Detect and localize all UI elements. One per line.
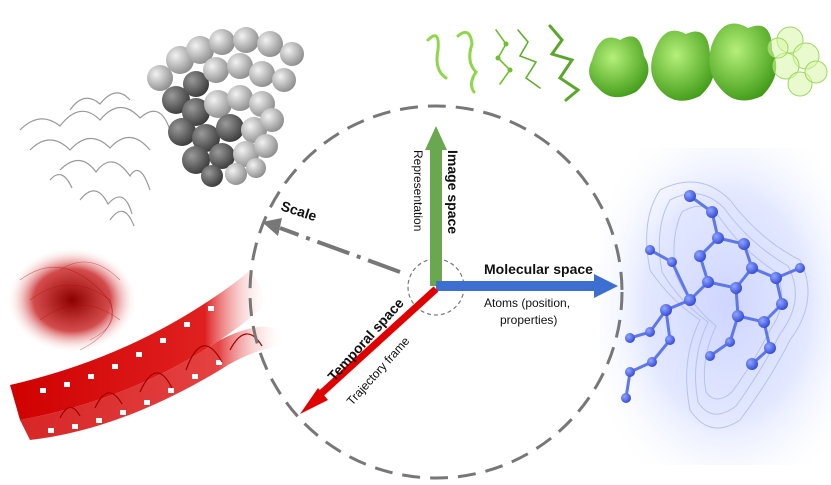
film-trajectory-panel <box>8 248 285 440</box>
image-space-axis <box>425 126 447 286</box>
scale-label: Scale <box>279 198 319 225</box>
protein-spacefill-icon <box>147 27 304 187</box>
protein-ribbon-icon <box>19 92 171 227</box>
red-density-blob-icon <box>8 248 136 352</box>
molecular-space-label: Molecular space <box>484 261 593 277</box>
film-strip-icon <box>10 270 285 440</box>
scale-axis <box>262 218 401 274</box>
representation-label: Representation <box>411 150 425 231</box>
molecule-field-panel <box>600 148 831 465</box>
protein-scale-panel <box>19 27 304 227</box>
central-diagram: Image space Representation Molecular spa… <box>248 104 624 480</box>
molecule-atoms <box>621 190 805 403</box>
atoms-label-line2: properties) <box>500 313 557 327</box>
atoms-label-line1: Atoms (position, <box>484 296 570 310</box>
outer-dashed-circle <box>248 104 624 480</box>
surface-blobs-icon <box>589 23 828 101</box>
representation-strip <box>426 23 828 102</box>
temporal-space-axis <box>300 286 439 414</box>
temporal-space-label: Temporal space <box>324 295 407 384</box>
molecular-space-axis <box>436 274 618 298</box>
image-space-label: Image space <box>445 150 461 234</box>
molecule-representations-icon <box>426 24 581 102</box>
